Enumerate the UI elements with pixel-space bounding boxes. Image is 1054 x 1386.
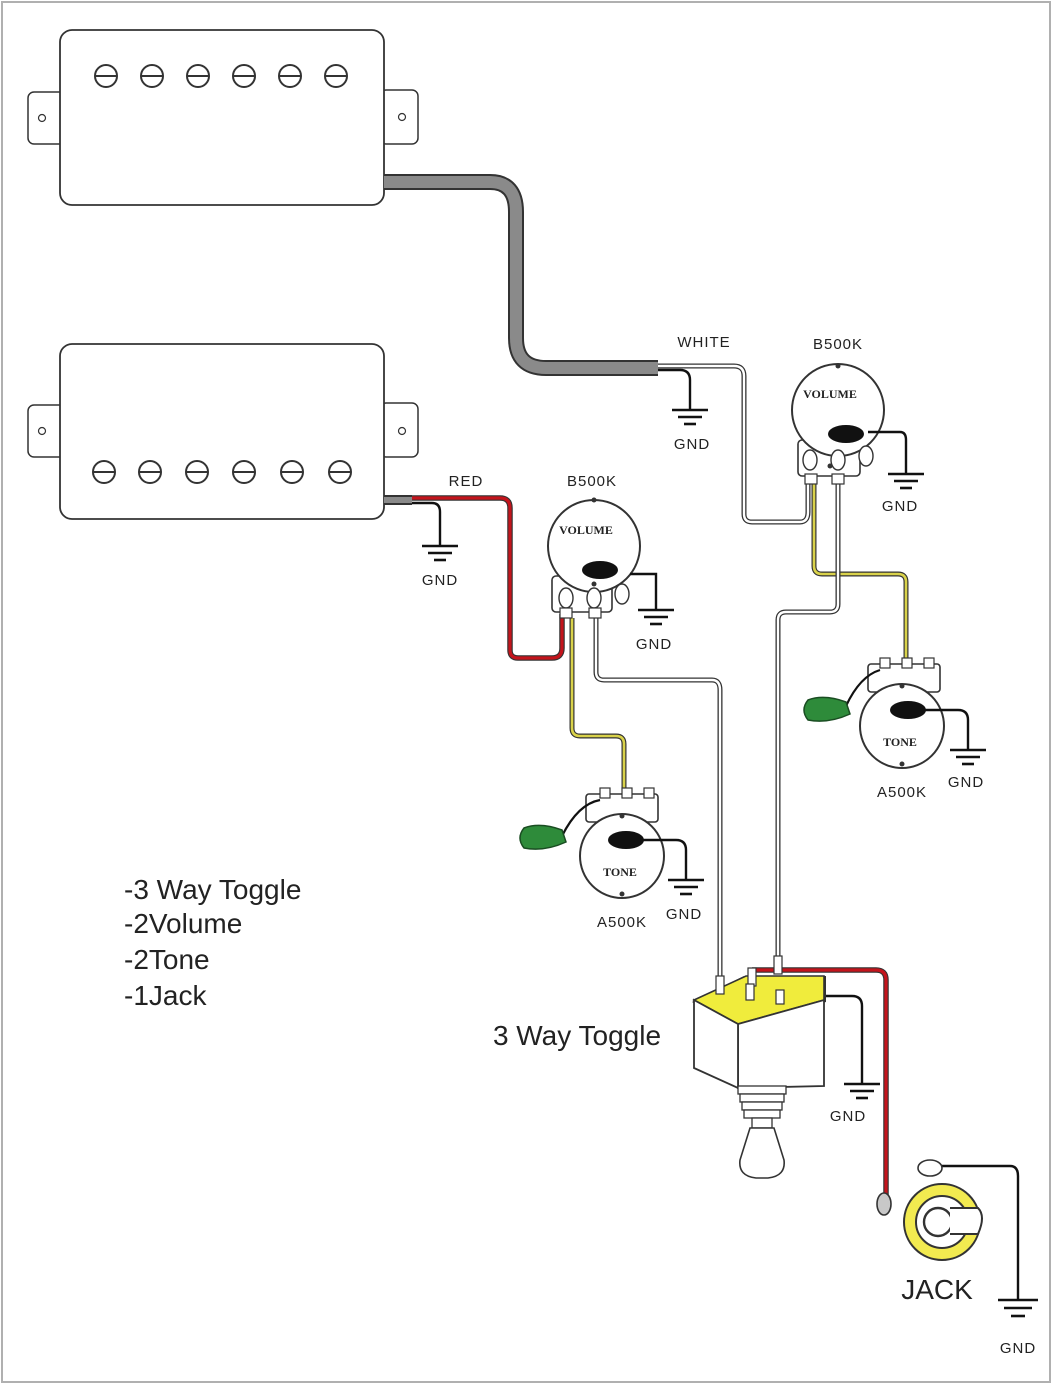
neck-tone-value-label: A500K [877, 784, 927, 801]
pot-shaft [582, 561, 618, 579]
gnd-symbol-neck-volume [888, 472, 924, 490]
toggle-label: 3 Way Toggle [493, 1020, 661, 1051]
neck-pickup-cable-fill [384, 176, 658, 374]
parts-list-item: -1Jack [124, 980, 207, 1011]
toggle-tip [739, 1127, 785, 1179]
output-jack [876, 1159, 983, 1261]
bridge-ground-wire [412, 501, 442, 546]
gnd-symbol-neck [672, 408, 708, 426]
neck-volume-to-toggle-wire [775, 484, 841, 962]
neck-volume-value-label: B500K [813, 336, 863, 353]
gnd-label-neck-volume: GND [882, 498, 918, 515]
jack-label: JACK [901, 1274, 973, 1305]
bridge-volume-value-label: B500K [567, 473, 617, 490]
gnd-label-bridge-tone: GND [666, 906, 702, 923]
bridge-pickup-pole-pieces [92, 460, 352, 484]
gnd-label-neck: GND [674, 436, 710, 453]
pot-face-label: VOLUME [559, 523, 613, 537]
parts-list-item: -2Volume [124, 908, 242, 939]
toggle-ground-wire [782, 994, 864, 1084]
neck-tone-pot: TONE [803, 657, 970, 769]
pot-shaft [828, 425, 864, 443]
gnd-symbol-jack [998, 1298, 1038, 1318]
parts-list: -3 Way Toggle -2Volume -2Tone -1Jack [124, 874, 301, 1011]
gnd-label-jack: GND [1000, 1340, 1036, 1357]
gnd-label-bridge-volume: GND [636, 636, 672, 653]
bridge-volume-pot: VOLUME [547, 497, 658, 619]
pot-shaft [608, 831, 644, 849]
gnd-symbol-neck-tone [950, 748, 986, 766]
gnd-label-toggle: GND [830, 1108, 866, 1125]
neck-tone-capacitor [803, 696, 851, 722]
gnd-symbol-bridge [422, 544, 458, 562]
gnd-label-neck-tone: GND [948, 774, 984, 791]
neck-volume-pot: VOLUME [791, 363, 908, 485]
three-way-toggle-switch [692, 955, 826, 1179]
pot-face-label: TONE [603, 865, 637, 879]
jack-ground-lug [917, 1159, 943, 1177]
white-wire-label: WHITE [677, 334, 730, 351]
pot-face-label: TONE [883, 735, 917, 749]
bridge-tone-value-label: A500K [597, 914, 647, 931]
pot-shaft [890, 701, 926, 719]
parts-list-item: -3 Way Toggle [124, 874, 301, 905]
parts-list-item: -2Tone [124, 944, 210, 975]
neck-ground-wire [658, 368, 692, 410]
toggle-bushing [737, 1085, 787, 1129]
gnd-symbol-toggle [844, 1082, 880, 1100]
bridge-tone-capacitor [519, 824, 567, 850]
pot-face-label: VOLUME [803, 387, 857, 401]
gnd-symbol-bridge-tone [668, 878, 704, 896]
red-wire-label: RED [449, 473, 484, 490]
neck-pickup-pole-pieces [94, 64, 348, 88]
gnd-label-bridge: GND [422, 572, 458, 589]
jack-ground-wire [934, 1164, 1020, 1300]
neck-humbucker-pickup [27, 29, 419, 206]
jack-tip-lug [876, 1192, 892, 1216]
bridge-humbucker-pickup [27, 343, 419, 520]
gnd-symbol-bridge-volume [638, 608, 674, 626]
bridge-tone-pot: TONE [519, 787, 688, 899]
